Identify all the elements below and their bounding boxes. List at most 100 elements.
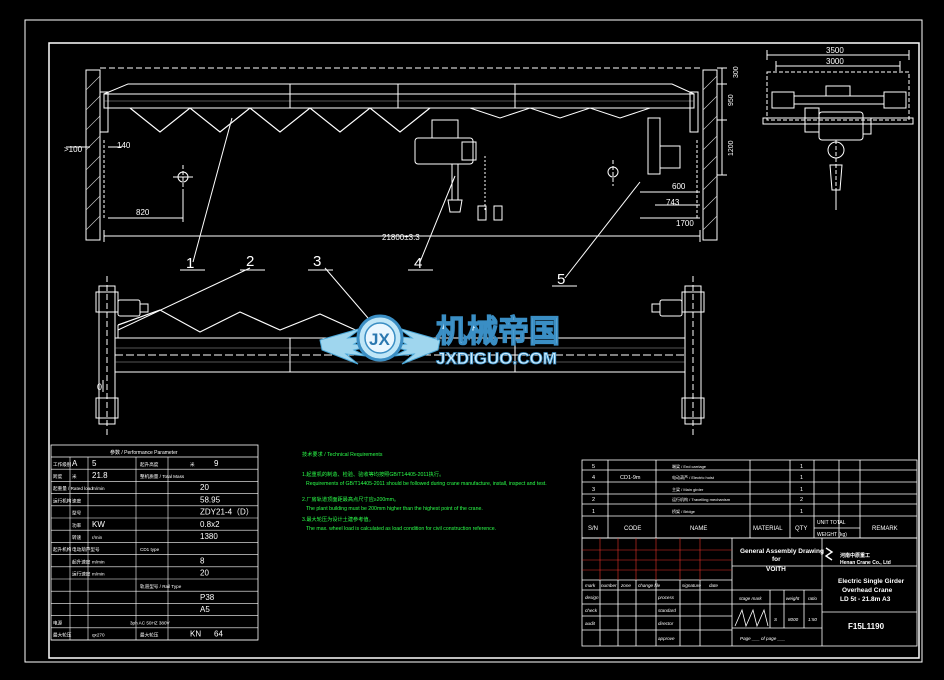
bom-row-4-no: 4 — [592, 475, 595, 481]
bom-row-2-qty: 2 — [800, 497, 803, 503]
param-cell-2-c1: 跨度 — [53, 473, 63, 480]
technical-requirements: 技术要求 / Technical Requirements 1.起重机的制造、检… — [302, 450, 547, 532]
bom-row-5-no: 5 — [592, 464, 595, 470]
param-cell-10-c4: 20 — [200, 569, 209, 578]
bom-row-2-name: 运行机构 / Travelling mechanism — [672, 496, 731, 502]
tb-ratio-val: 1:50 — [808, 617, 817, 622]
param-cell-15-c3: qx270 — [92, 633, 105, 638]
param-cell-11-c4: 轨道型号 / Rail Type — [140, 583, 182, 590]
param-cell-3-c3: m/min — [92, 486, 105, 491]
bom-header-qty: QTY — [795, 526, 807, 532]
param-cell-1-c3: 5 — [92, 459, 97, 468]
dim-span: 21800±3.3 — [382, 233, 420, 242]
tb-drawing-number: F15L1190 — [848, 622, 885, 631]
tb-check: check — [585, 608, 598, 613]
param-cell-15-c5: KN — [190, 630, 201, 639]
balloon-3: 3 — [313, 253, 321, 270]
watermark-cn: 机械帝国 — [436, 314, 560, 349]
tb-stage-val: S — [774, 617, 778, 622]
watermark-logo: JX 机械帝国 JXDIGUO.COM — [319, 313, 561, 368]
param-cell-10-c3: m/min — [92, 572, 105, 577]
tb-standard: standard — [658, 608, 676, 613]
param-cell-14-c1: 电源 — [53, 619, 63, 626]
param-cell-4-c4: 58.95 — [200, 495, 221, 504]
bom-row-1-name: 桥架 / Bridge — [672, 508, 696, 514]
tb-drawing-title-1: General Assembly Drawing — [740, 548, 824, 555]
tech-req-line-4: The plant building must be 200mm higher … — [306, 506, 483, 512]
param-cell-1-c4: 起升高度 — [140, 461, 159, 468]
bom-row-2-no: 2 — [592, 497, 595, 503]
param-cell-8-c1: 起升机构 — [53, 546, 72, 553]
param-cell-1-c1: 工作级别 — [53, 461, 72, 468]
param-cell-15-c6: 64 — [214, 630, 223, 639]
watermark-badge: JX — [369, 330, 390, 349]
param-cell-1-c6: 9 — [214, 459, 219, 468]
bom-row-1-no: 1 — [592, 509, 595, 515]
tech-req-line-5: 3.最大轮压为设计土建参考值。 — [302, 515, 374, 523]
tb-product-1: Electric Single Girder — [838, 578, 905, 585]
tb-weight-val: 8000 — [788, 617, 799, 622]
param-cell-12-c4: P38 — [200, 593, 215, 602]
tb-design: design — [585, 595, 599, 600]
balloon-4: 4 — [414, 255, 422, 272]
tech-req-line-1: 1.起重机的制造、检验、验收等均按照GB/T14405-2011执行。 — [302, 470, 444, 478]
param-cell-7-c4: 1380 — [200, 532, 218, 541]
dim-743: 743 — [666, 198, 680, 207]
param-cell-7-c3: r/min — [92, 535, 103, 540]
param-cell-5-c4: ZDY21-4（D） — [200, 508, 254, 517]
param-cell-8-c4: CD1 type — [140, 547, 160, 552]
param-cell-15-c1: 最大轮压 — [53, 632, 72, 639]
side-elevation-view — [762, 50, 914, 210]
tb-director: director — [658, 621, 674, 626]
tech-req-line-2: Requirements of GB/T14405-2011 should be… — [306, 481, 547, 487]
bom-row-4-name: 电动葫芦 / Electric hoist — [672, 474, 715, 480]
balloon-2: 2 — [246, 253, 254, 270]
outer-border — [24, 19, 923, 663]
bom-header-code: CODE — [624, 526, 641, 532]
tb-number: number — [601, 583, 617, 588]
param-cell-4-c2: 速度 — [72, 497, 82, 504]
tb-process: process — [657, 595, 675, 600]
company-logo-icon — [824, 547, 834, 561]
param-cell-4-c1: 运行机构 — [53, 497, 72, 504]
bom-header-weight: WEIGHT (kg) — [817, 532, 847, 538]
dim-950: 950 — [728, 94, 735, 106]
param-cell-8-c2: 电动葫芦型号 — [72, 546, 100, 553]
title-block — [581, 537, 918, 647]
dim-3500: 3500 — [826, 46, 844, 55]
bom-header-remark: REMARK — [872, 526, 898, 532]
param-cell-9-c2: 起升速度 — [72, 558, 91, 565]
param-cell-7-c2: 转速 — [72, 534, 82, 541]
bom-row-3-qty: 1 — [800, 487, 803, 493]
bom-row-4-code: CD1-9m — [620, 475, 641, 481]
param-cell-6-c3: KW — [92, 520, 105, 529]
bom-row-5-name: 端梁 / End carriage — [672, 463, 707, 469]
dim-100: >100 — [64, 145, 83, 154]
param-cell-2-c3: 21.8 — [92, 471, 108, 480]
tb-product-2: Overhead Crane — [842, 587, 893, 594]
inner-border — [48, 42, 920, 659]
tb-date: date — [709, 583, 718, 588]
tb-approve: approve — [658, 636, 675, 641]
bom-row-1-qty: 1 — [800, 509, 803, 515]
param-cell-9-c4: 8 — [200, 556, 205, 565]
tb-product-3: LD 5t - 21.8m A3 — [840, 596, 891, 603]
tech-req-title: 技术要求 / Technical Requirements — [302, 450, 383, 458]
param-cell-6-c2: 功率 — [72, 522, 82, 529]
dim-600: 600 — [672, 182, 686, 191]
revision-grid — [582, 538, 732, 580]
bom-row-3-name: 主梁 / Main girder — [672, 486, 704, 492]
dim-140: 140 — [117, 141, 131, 150]
param-cell-2-c4: 整机质量 / Total Mass — [140, 473, 185, 480]
param-header: 参数 / Performance Parameter — [110, 449, 178, 456]
tb-audit: audit — [585, 621, 596, 626]
param-cell-2-c2: 米 — [72, 473, 77, 480]
tech-req-line-3: 2.厂房轨道顶面距最高点尺寸应≥200mm。 — [302, 495, 399, 503]
tb-weight-label: weight — [786, 596, 800, 601]
dim-300: 300 — [733, 66, 740, 78]
tb-company-1: 河南中原重工 — [839, 552, 870, 559]
param-cell-3-c4: 20 — [200, 483, 209, 492]
param-cell-1-c5: 米 — [190, 461, 195, 468]
